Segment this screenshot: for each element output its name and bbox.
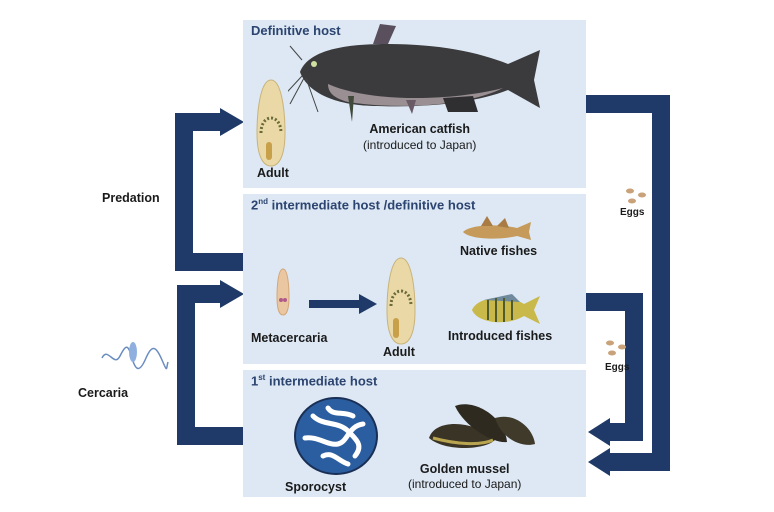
eggs-label-bottom: Eggs xyxy=(605,362,630,373)
eggs-label-top: Eggs xyxy=(620,207,645,218)
first-intermediate-host-panel: 1st intermediate host Sporocyst Golden m… xyxy=(243,370,586,497)
introduced-fishes-label: Introduced fishes xyxy=(448,329,553,343)
panel-title: 2nd intermediate host /definitive host xyxy=(251,197,476,213)
development-arrow xyxy=(309,294,377,314)
adult-label: Adult xyxy=(257,166,289,180)
metacercaria-illustration xyxy=(276,268,290,316)
metacercaria-label: Metacercaria xyxy=(251,331,328,345)
definitive-host-panel: Definitive host Adult American catfish (… xyxy=(243,20,586,188)
adult-fluke-illustration xyxy=(256,79,286,167)
cercaria-label: Cercaria xyxy=(78,386,129,400)
eggs-arrow-bottom xyxy=(586,293,643,441)
predation-label: Predation xyxy=(102,191,160,205)
cercaria-arrow xyxy=(177,285,243,445)
native-fish-illustration xyxy=(463,216,531,240)
sporocyst-illustration xyxy=(294,397,378,475)
eggs-icon xyxy=(626,188,646,204)
american-catfish-illustration xyxy=(288,24,540,122)
eggs-icon xyxy=(606,340,626,356)
cercaria-illustration xyxy=(101,342,169,370)
adult-fluke-illustration xyxy=(386,257,416,345)
sporocyst-label: Sporocyst xyxy=(285,480,347,494)
adult-label: Adult xyxy=(383,345,415,359)
native-fishes-label: Native fishes xyxy=(460,244,538,258)
panel-title: 1st intermediate host xyxy=(251,373,378,389)
american-catfish-label: American catfish (introduced to Japan) xyxy=(363,122,477,152)
golden-mussel-illustration xyxy=(429,404,535,448)
introduced-fish-illustration xyxy=(472,294,540,324)
predation-arrow xyxy=(175,113,243,271)
panel-title: Definitive host xyxy=(251,23,341,38)
eggs-arrow-top xyxy=(586,95,670,471)
golden-mussel-label: Golden mussel (introduced to Japan) xyxy=(408,462,522,491)
second-intermediate-host-panel: 2nd intermediate host /definitive host N… xyxy=(243,194,586,364)
